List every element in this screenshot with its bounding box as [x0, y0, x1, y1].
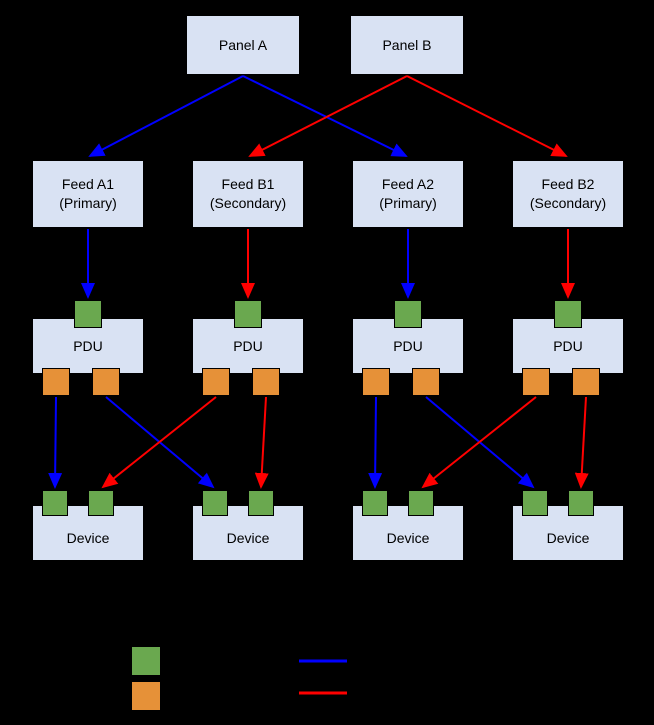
pdu4-output-port-2-icon	[572, 368, 600, 396]
pdu2-input-port-icon	[234, 300, 262, 328]
pdu3-output-port-1-icon	[362, 368, 390, 396]
pdu4-output-port-1-icon	[522, 368, 550, 396]
node-label: PDU	[553, 337, 583, 354]
arrow-pdu1-out2-to-device2	[105, 396, 215, 489]
device4-input-port-2-icon	[568, 490, 594, 516]
node-label: Device	[66, 529, 110, 546]
node-feed-b1: Feed B1 (Secondary)	[192, 160, 304, 228]
device3-input-port-1-icon	[362, 490, 388, 516]
node-feed-b2: Feed B2 (Secondary)	[512, 160, 624, 228]
node-panel-a: Panel A	[186, 15, 300, 75]
node-label: Feed A1 (Primary)	[59, 176, 117, 211]
node-feed-a1: Feed A1 (Primary)	[32, 160, 144, 228]
arrow-panel-a-to-feed-a1	[88, 75, 244, 157]
device1-input-port-2-icon	[88, 490, 114, 516]
legend-green-input-port-icon	[131, 646, 161, 676]
node-label: Device	[546, 529, 590, 546]
device1-input-port-1-icon	[42, 490, 68, 516]
node-label: Device	[226, 529, 270, 546]
node-label: Panel A	[218, 36, 268, 53]
pdu1-output-port-2-icon	[92, 368, 120, 396]
node-pdu-1: PDU	[32, 318, 144, 374]
pdu3-input-port-icon	[394, 300, 422, 328]
arrow-pdu3-out1-to-device3	[368, 396, 383, 489]
node-label: PDU	[233, 337, 263, 354]
device2-input-port-2-icon	[248, 490, 274, 516]
legend-orange-output-port-icon	[131, 681, 161, 711]
node-label: Feed B2 (Secondary)	[529, 176, 607, 211]
node-feed-a2: Feed A2 (Primary)	[352, 160, 464, 228]
node-label: Device	[386, 529, 430, 546]
device2-input-port-1-icon	[202, 490, 228, 516]
arrow-pdu3-out2-to-device4	[425, 396, 535, 489]
node-panel-b: Panel B	[350, 15, 464, 75]
arrow-pdu2-out2-to-device2	[254, 396, 269, 489]
arrow-panel-b-to-feed-b1	[248, 75, 408, 157]
pdu4-input-port-icon	[554, 300, 582, 328]
pdu3-output-port-2-icon	[412, 368, 440, 396]
node-label: PDU	[393, 337, 423, 354]
device4-input-port-1-icon	[522, 490, 548, 516]
arrow-pdu4-out1-to-device3	[421, 396, 537, 489]
arrow-panel-a-to-feed-a2	[242, 75, 408, 157]
arrow-pdu2-out1-to-device1	[101, 396, 217, 489]
node-label: PDU	[73, 337, 103, 354]
node-label: Feed A2 (Primary)	[379, 176, 437, 211]
node-label: Panel B	[382, 36, 432, 53]
pdu1-input-port-icon	[74, 300, 102, 328]
node-label: Feed B1 (Secondary)	[209, 176, 287, 211]
arrow-pdu1-out1-to-device1	[48, 396, 63, 489]
arrow-panel-b-to-feed-b2	[406, 75, 568, 157]
pdu2-output-port-1-icon	[202, 368, 230, 396]
pdu2-output-port-2-icon	[252, 368, 280, 396]
arrow-pdu4-out2-to-device4	[574, 396, 589, 489]
device3-input-port-2-icon	[408, 490, 434, 516]
pdu1-output-port-1-icon	[42, 368, 70, 396]
